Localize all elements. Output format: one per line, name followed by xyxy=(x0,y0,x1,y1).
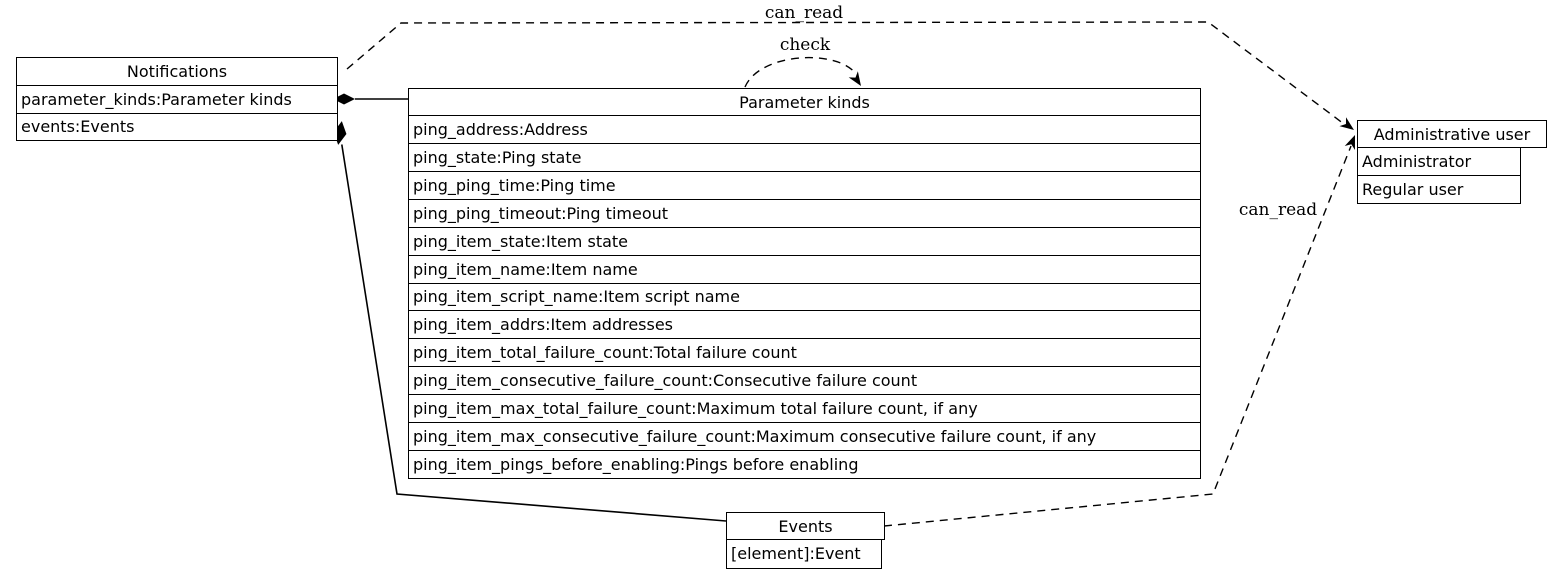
edge-label-check: check xyxy=(779,35,831,55)
edge-label-can-read-top: can_read xyxy=(764,3,844,23)
node-row: ping_item_pings_before_enabling:Pings be… xyxy=(409,450,1200,478)
node-row: ping_ping_timeout:Ping timeout xyxy=(409,198,1200,227)
node-events-rows: [element]:Event xyxy=(726,538,882,569)
node-notifications: Notifications parameter_kinds:Parameter … xyxy=(16,57,338,141)
node-row: ping_item_addrs:Item addresses xyxy=(409,310,1200,338)
node-administrative-user-rows: Administrator Regular user xyxy=(1357,146,1521,204)
arrowhead-icon xyxy=(1339,117,1354,130)
node-row: events:Events xyxy=(17,112,337,141)
node-row: ping_state:Ping state xyxy=(409,142,1200,171)
node-row: ping_item_name:Item name xyxy=(409,254,1200,283)
node-row: parameter_kinds:Parameter kinds xyxy=(17,85,337,113)
edge-check-loop xyxy=(744,56,861,88)
node-row: ping_item_max_consecutive_failure_count:… xyxy=(409,422,1200,450)
node-row: ping_item_consecutive_failure_count:Cons… xyxy=(409,366,1200,394)
node-notifications-title: Notifications xyxy=(126,62,228,81)
node-row: Regular user xyxy=(1358,174,1520,203)
edge-label-can-read-bottom: can_read xyxy=(1238,200,1318,220)
node-row: ping_item_script_name:Item script name xyxy=(409,282,1200,311)
edge-composition-parameter-kinds xyxy=(333,93,408,105)
node-row: Administrator xyxy=(1362,151,1472,171)
node-row: ping_item_state:Item state xyxy=(409,226,1200,255)
node-parameter-kinds: Parameter kinds ping_address:Address pin… xyxy=(408,88,1201,479)
node-administrative-user-title: Administrative user xyxy=(1373,124,1531,144)
node-events-title-box: Events xyxy=(726,512,885,540)
node-events-title: Events xyxy=(778,516,833,536)
arrowhead-icon xyxy=(848,71,861,86)
node-row: [element]:Event xyxy=(731,544,861,563)
node-row: ping_ping_time:Ping time xyxy=(409,170,1200,199)
node-row: ping_item_max_total_failure_count:Maximu… xyxy=(409,394,1200,422)
node-row: ping_address:Address xyxy=(409,115,1200,143)
node-administrative-user-title-box: Administrative user xyxy=(1357,120,1547,148)
node-row: ping_item_total_failure_count:Total fail… xyxy=(409,338,1200,366)
node-parameter-kinds-title: Parameter kinds xyxy=(739,92,870,112)
